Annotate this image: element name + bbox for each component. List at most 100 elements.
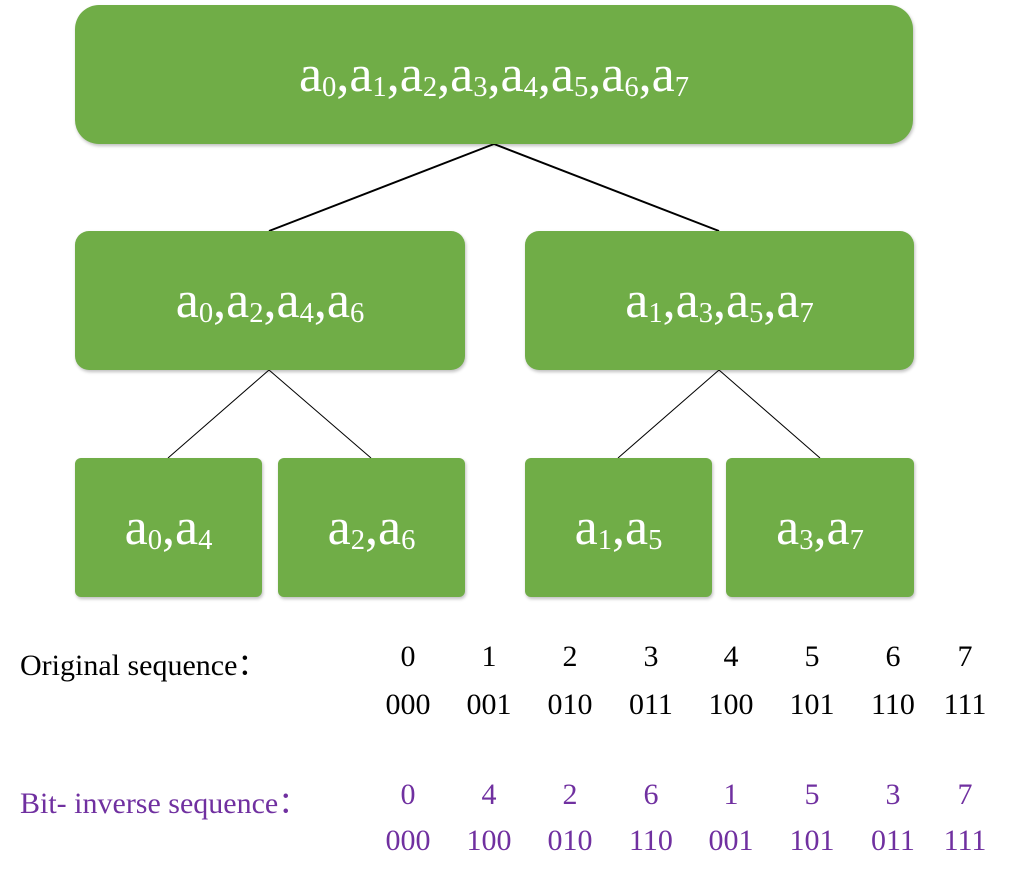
inverse-index: 6	[643, 778, 659, 811]
term-subscript: 6	[624, 72, 639, 104]
sequence-term: a5	[625, 498, 662, 557]
term-base: a	[574, 499, 598, 556]
original-index: 7	[957, 640, 973, 673]
term-base: a	[399, 46, 423, 103]
sequence-term: a0	[299, 45, 336, 104]
sequence-term: a1	[625, 271, 662, 330]
sequence-term: a6	[327, 271, 364, 330]
term-base: a	[226, 272, 250, 329]
original-binary: 100	[708, 688, 754, 721]
inverse-binary: 000	[385, 824, 431, 857]
term-base: a	[726, 272, 750, 329]
inverse-binary: 101	[789, 824, 835, 857]
leaf-node-1: a0,a4	[75, 458, 262, 597]
term-base: a	[378, 499, 402, 556]
original-binary: 010	[547, 688, 593, 721]
term-subscript: 4	[299, 298, 314, 330]
sequence-term: a4	[501, 45, 538, 104]
sequence-term: a6	[378, 498, 415, 557]
inverse-index: 2	[562, 778, 578, 811]
sequence-term: a2	[226, 271, 263, 330]
term-subscript: 3	[799, 525, 814, 557]
connector-root-left	[268, 143, 495, 232]
inverse-binary: 111	[943, 824, 987, 857]
inverse-index: 1	[723, 778, 739, 811]
original-index: 2	[562, 640, 578, 673]
connector-left-leaf1	[167, 369, 270, 459]
term-base: a	[651, 46, 675, 103]
original-binary: 110	[871, 688, 915, 721]
comma: ,	[662, 272, 676, 329]
comma: ,	[763, 272, 777, 329]
term-subscript: 7	[849, 525, 864, 557]
term-base: a	[450, 46, 474, 103]
inverse-index: 3	[885, 778, 901, 811]
leaf-node-2: a2,a6	[278, 458, 465, 597]
sequence-term: a5	[551, 45, 588, 104]
root-node: a0,a1,a2,a3,a4,a5,a6,a7	[75, 5, 913, 144]
term-subscript: 5	[648, 525, 663, 557]
comma: ,	[336, 46, 350, 103]
inverse-binary: 001	[708, 824, 754, 857]
inverse-binary: 100	[466, 824, 512, 857]
term-base: a	[276, 272, 300, 329]
term-subscript: 2	[422, 72, 438, 104]
term-subscript: 4	[523, 72, 538, 104]
sequence-term: a4	[277, 271, 314, 330]
sequence-term: a1	[349, 45, 386, 104]
sequence-term: a3	[676, 271, 713, 330]
sequence-term: a5	[726, 271, 763, 330]
term-subscript: 1	[648, 298, 663, 330]
right-node: a1,a3,a5,a7	[525, 231, 914, 370]
term-base: a	[175, 272, 199, 329]
term-base: a	[625, 272, 649, 329]
comma: ,	[437, 46, 451, 103]
term-base: a	[326, 272, 350, 329]
original-index: 3	[643, 640, 659, 673]
inverse-binary: 110	[629, 824, 673, 857]
term-subscript: 3	[698, 298, 713, 330]
term-subscript: 2	[249, 298, 264, 330]
term-base: a	[776, 499, 800, 556]
term-subscript: 2	[350, 525, 365, 557]
sequence-term: a7	[776, 271, 813, 330]
term-subscript: 5	[749, 298, 764, 330]
term-subscript: 7	[674, 72, 690, 104]
comma: ,	[813, 499, 827, 556]
original-binary: 000	[385, 688, 431, 721]
comma: ,	[588, 46, 602, 103]
original-index: 0	[400, 640, 416, 673]
term-subscript: 6	[349, 298, 365, 330]
sequence-term: a7	[652, 45, 689, 104]
term-base: a	[826, 499, 850, 556]
comma: ,	[213, 272, 227, 329]
leaf-node-3: a1,a5	[525, 458, 712, 597]
sequence-term: a1	[575, 498, 612, 557]
term-subscript: 0	[322, 72, 337, 104]
sequence-term: a7	[827, 498, 864, 557]
term-subscript: 7	[799, 298, 814, 330]
term-base: a	[675, 272, 699, 329]
comma: ,	[537, 46, 551, 103]
comma: ,	[612, 499, 625, 556]
original-index: 6	[885, 640, 901, 673]
connector-right-leaf3	[617, 369, 720, 459]
term-subscript: 6	[401, 525, 416, 557]
comma: ,	[487, 46, 501, 103]
comma: ,	[386, 46, 400, 103]
original-binary: 101	[789, 688, 835, 721]
term-base: a	[601, 46, 625, 103]
term-subscript: 0	[198, 298, 214, 330]
term-subscript: 1	[372, 72, 387, 104]
original-index: 5	[804, 640, 820, 673]
original-index: 4	[723, 640, 739, 673]
connector-left-leaf2	[268, 369, 372, 459]
original-binary: 111	[943, 688, 987, 721]
term-subscript: 0	[147, 525, 162, 557]
original-binary: 011	[629, 688, 673, 721]
term-base: a	[550, 46, 574, 103]
term-base: a	[124, 499, 148, 556]
inverse-binary: 010	[547, 824, 593, 857]
sequence-term: a4	[175, 498, 212, 557]
term-base: a	[625, 499, 649, 556]
